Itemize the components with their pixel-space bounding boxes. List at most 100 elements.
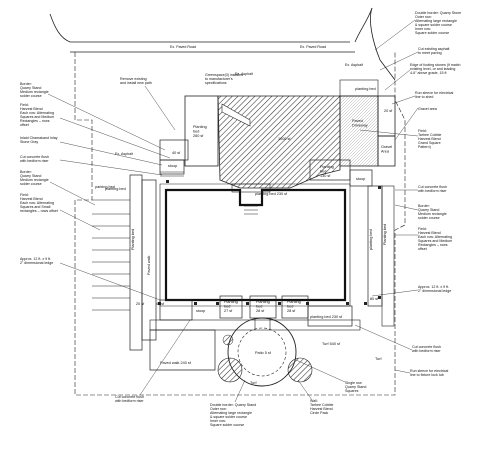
svg-text:Approx. 12 ft. x 9 ft.2" dimen: Approx. 12 ft. x 9 ft.2" dimensional led…: [418, 285, 451, 293]
asphalt-label-3: Ex. Asphalt: [345, 63, 363, 67]
callout-approx-left: Approx. 12 ft. x 9 ft.2" dimensional led…: [20, 257, 161, 301]
house-footprint: [164, 188, 347, 302]
ne-shed: [377, 95, 396, 137]
paved-walk-sw: [149, 329, 216, 371]
gravel-area: [377, 135, 396, 167]
svg-text:Gravel area: Gravel area: [418, 107, 437, 111]
walk-to-patio: [254, 318, 271, 330]
paved-driveway: [339, 95, 379, 167]
road-curve: [49, 13, 350, 43]
posts: [158, 180, 381, 305]
area-south-4: planting bed 230 sf: [310, 315, 343, 319]
lawn-path: [221, 103, 251, 127]
street-label-2: Ex. Paved Road: [300, 45, 326, 49]
road-ne-curve-2: [370, 7, 396, 81]
area-planting-mid: planting bed 230 sf: [255, 192, 288, 196]
area-turf-se: Turf 540 sf: [322, 342, 341, 346]
asphalt-label-1: Ex. Asphalt: [235, 72, 253, 76]
ne-bed: [339, 79, 379, 97]
area-nw-bed: 40 sf: [172, 151, 181, 155]
area-stoop-1: stoop: [168, 164, 177, 168]
asphalt-label-2: Ex. Asphalt: [115, 152, 133, 156]
stoop-top: [231, 183, 271, 193]
patio-inner: [237, 327, 287, 377]
south-bed-left: [159, 299, 193, 321]
area-patio: Patio 5 sf: [255, 351, 272, 355]
area-48: 48 sf: [156, 302, 165, 306]
area-stoop-3: stoop: [196, 309, 205, 313]
stoop-ne: [349, 169, 373, 187]
area-80: 80 sf: [370, 297, 379, 301]
nw-step: [159, 159, 185, 175]
east-strip-outer: [381, 185, 395, 327]
area-parking: parking bed: [95, 185, 115, 189]
area-west-sf: 20 sf: [136, 302, 145, 306]
callout-gravel: Gravel area: [394, 107, 437, 141]
area-turf-right: Turf: [375, 357, 383, 361]
area-east-bed: planting bed: [369, 229, 373, 250]
shrub-1: [217, 357, 243, 383]
shrub-3: [222, 334, 234, 346]
stairs: [160, 171, 258, 215]
area-west-bed: planting bed: [105, 187, 126, 191]
area-east-bed-2: Planting bed: [383, 224, 387, 245]
west-walk: [92, 174, 157, 351]
south-bed-4: [307, 305, 353, 327]
street-label-1: Ex. Paved Road: [170, 45, 196, 49]
svg-text:Approx. 12 ft. x 9 ft.2" dimen: Approx. 12 ft. x 9 ft.2" dimensional led…: [20, 257, 53, 265]
area-stoop-2: stoop: [356, 177, 365, 181]
south-bed-1: [219, 295, 243, 319]
property-line: [74, 52, 406, 396]
area-ne-sf: 20 sf: [384, 109, 393, 113]
callout-approx-right: Approx. 12 ft. x 9 ft.2" dimensional led…: [371, 285, 451, 297]
svg-text:Edge of footing stones (if mat: Edge of footing stones (if matchexisting…: [410, 63, 461, 75]
area-paved-walk-left: Paved walk: [147, 255, 151, 275]
area-ne-bed: planting bed: [355, 87, 376, 91]
road-ne-curve: [354, 7, 373, 43]
area-lawn: 1000 sf: [278, 137, 291, 141]
nw-planting-bed: [159, 139, 189, 161]
